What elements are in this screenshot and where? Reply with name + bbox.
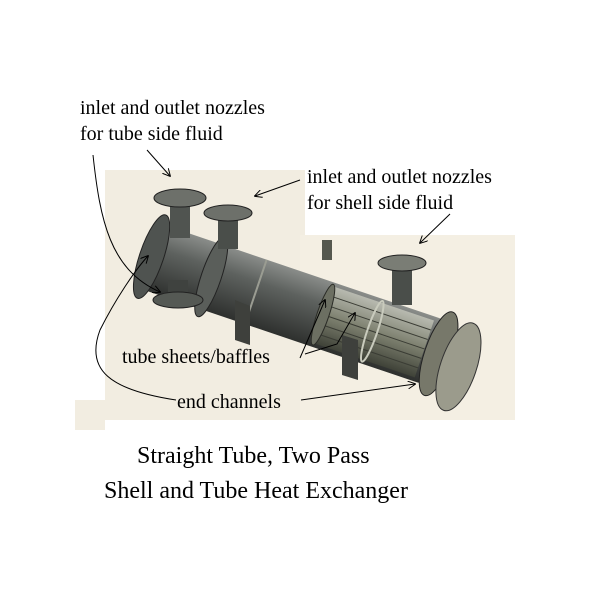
tube-nozzles-label-line1: inlet and outlet nozzles — [80, 97, 265, 119]
shell-nozzles-label-line2: for shell side fluid — [307, 192, 454, 214]
shell — [132, 214, 482, 412]
tube-sheet — [310, 283, 336, 346]
tube-sheets-label: tube sheets/baffles — [122, 346, 270, 368]
shell-outlet-nozzle — [377, 254, 427, 272]
saddle-supports — [235, 300, 358, 380]
right-end-channel-cover — [435, 322, 482, 412]
caption-line2: Shell and Tube Heat Exchanger — [104, 478, 408, 504]
left-end-channel-flange — [132, 214, 171, 299]
nozzles — [152, 188, 427, 309]
end-channels-label: end channels — [177, 391, 281, 413]
tube-inlet-nozzle — [153, 188, 207, 208]
tube-nozzles-label-line2: for tube side fluid — [80, 123, 223, 145]
baffle — [359, 299, 385, 363]
caption-line1: Straight Tube, Two Pass — [137, 443, 370, 469]
shell-nozzles-label-line1: inlet and outlet nozzles — [307, 166, 492, 188]
tube-outlet-nozzle — [152, 291, 204, 309]
leader-arrows — [92, 149, 451, 401]
shell-inlet-nozzle — [203, 204, 253, 222]
